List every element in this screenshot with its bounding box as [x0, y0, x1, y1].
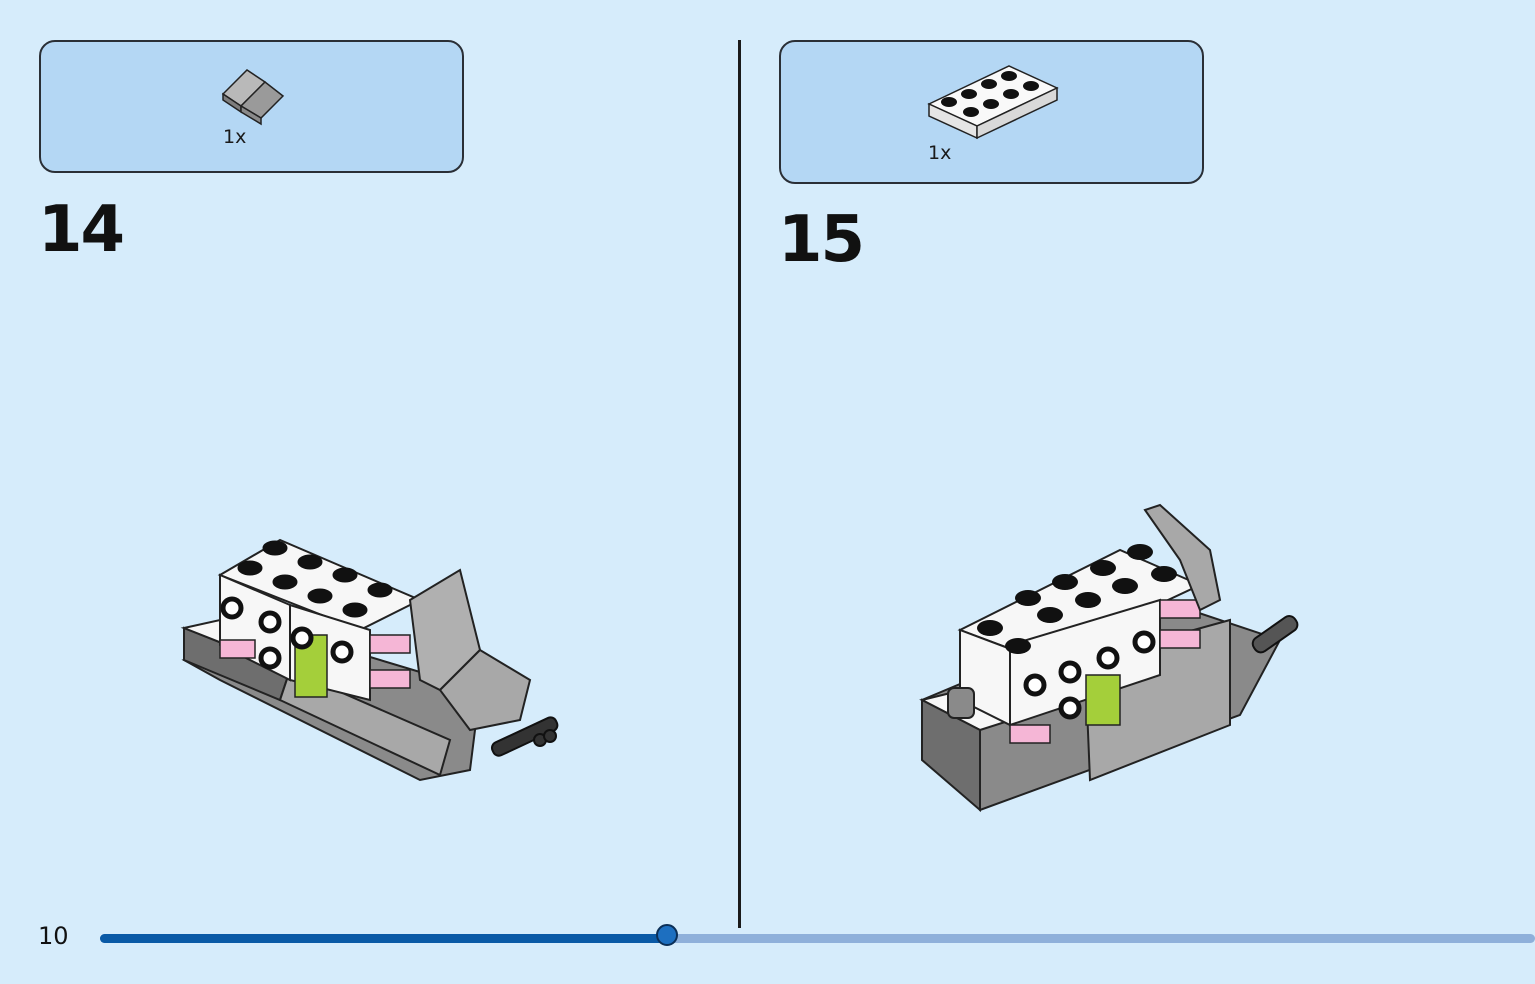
progress-knob [655, 924, 678, 946]
step-number: 14 [38, 193, 125, 267]
part-count: 1x [223, 126, 247, 148]
white-plate-2x4-icon [927, 65, 1059, 140]
step-number: 15 [778, 203, 865, 277]
parts-callout-step-14: 1x [39, 40, 464, 173]
assembly-illustration-step-15 [919, 503, 1299, 813]
page-number: 10 [38, 922, 69, 950]
assembly-illustration-step-14 [180, 538, 559, 782]
progress-bar [100, 934, 1535, 943]
parts-callout-step-15: 1x [779, 40, 1204, 184]
step-divider [738, 40, 741, 928]
progress-fill [100, 934, 667, 943]
gray-slope-brick-icon [221, 69, 285, 126]
part-count: 1x [928, 142, 952, 164]
